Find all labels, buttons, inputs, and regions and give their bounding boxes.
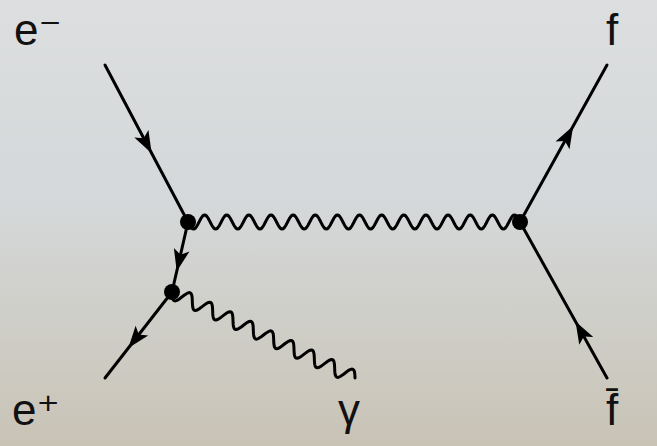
particle-label: e⁻ xyxy=(14,8,62,52)
antifermion-line xyxy=(520,222,607,378)
photon-propagator xyxy=(188,215,520,229)
particle-label: f̄ xyxy=(606,388,618,432)
arrowhead xyxy=(556,126,574,149)
particle-label: γ xyxy=(338,388,360,432)
arrowhead xyxy=(174,248,190,271)
vertex-dot xyxy=(164,284,180,300)
vertex-dot xyxy=(512,214,528,230)
arrowhead xyxy=(134,130,151,153)
vertex-dot xyxy=(180,214,196,230)
electron-line xyxy=(105,65,188,222)
particle-label: f xyxy=(606,8,618,52)
arrowhead xyxy=(128,326,148,348)
positron-line xyxy=(105,292,172,378)
fermion-line xyxy=(520,65,607,222)
radiated-photon xyxy=(172,292,355,378)
particle-label: e⁺ xyxy=(12,388,60,432)
arrowhead xyxy=(576,322,594,345)
